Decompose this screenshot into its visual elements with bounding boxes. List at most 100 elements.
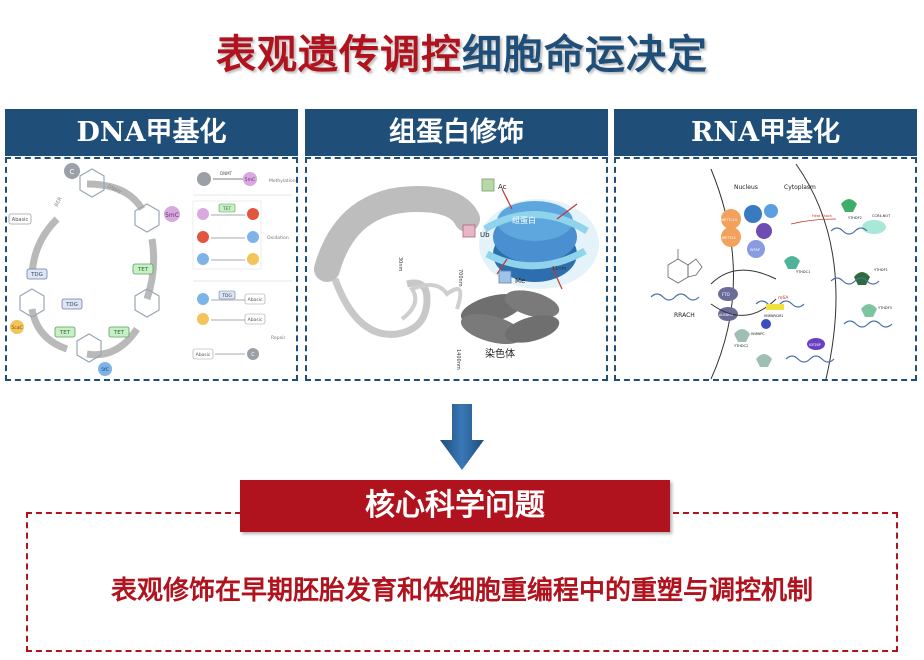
node-5cac [10,320,24,334]
title-blue-part: 细胞命运决定 [462,32,708,78]
ac-label: Ac [498,183,507,191]
page-title: 表观遗传调控细胞命运决定 [0,22,924,80]
oxidation-tet-label: TET [222,206,232,212]
rna-strand-left [650,293,700,301]
title-red-part: 表观遗传调控 [216,32,462,78]
cytoplasm-boundary [795,163,837,379]
repair-label: Repair [271,335,286,341]
ythdc2-shape [734,329,750,342]
molecule-sketches [19,168,160,363]
tet-box-2-label: TET [113,330,125,336]
ythdf2-shape [841,199,857,212]
node-5fc [98,362,112,376]
mettl14-label: METTL14 [721,218,738,222]
tdg-box-2 [61,298,83,310]
node-5mc [164,206,180,222]
tet-box-3-label: TET [59,330,71,336]
ythdf3-label: YTHDF3 [878,306,892,310]
tet-box-1-label: TET [137,267,149,273]
hnrnpa2b1-label: HNRNPA2B1 [764,314,784,318]
tet-box-2 [108,326,130,338]
tdg-box-1-label: TDG [30,272,43,278]
wtap-label: WTAP [750,248,760,252]
hnrnpc-shape [761,319,771,329]
ythdf1-label: YTHDF1 [874,268,888,272]
chromosome-label: 染色体 [485,347,515,360]
methylation-label: Methylation [269,178,296,184]
ythdc1-label: YTHDC1 [796,270,810,274]
oxidation-label: Oxidation [267,235,289,241]
tet-box-3 [54,326,76,338]
header-dna-methylation: DNA甲基化 [5,109,298,156]
core-question-statement: 表观修饰在早期胚胎发育和体细胞重编程中的重塑与调控机制 [110,576,813,606]
scale-1400nm: 1400nm [455,349,461,370]
methylation-5mc-label: 5mC [245,177,255,183]
ccr4-not-label: CCR4-NOT [872,214,891,218]
panel-rna-methylation: Nucleus Cytoplasm METTL14 METTL3 WTAP FT… [614,157,917,381]
alkbh5-label: ALKBH5 [719,313,733,317]
ub-marker [462,224,476,238]
reaction-methylation: 5mC DNMT Methylation [197,171,296,186]
m6a-label: m6A [778,295,789,301]
me-label: Me [515,277,525,285]
fto-shape [718,287,738,301]
node-5mc-label: 5mC [165,212,179,219]
repair-c-label: C [251,352,255,358]
ythdf3-shape [861,304,877,317]
ac-marker [481,178,495,192]
core-question-label: 核心科学问题 [240,480,670,532]
down-arrow-icon [440,404,484,470]
heat-shock-label: Heat Shock [812,214,833,218]
node-c-label: C [70,168,75,176]
panel-histone-modification: 染色体 30nm 700nm 1400nm 组蛋白 Ac Ub Me 11nm [305,157,608,381]
nucleus-label: Nucleus [734,184,758,191]
writer-complex [721,204,778,258]
ythdf2-label: YTHDF2 [848,216,862,220]
igf2bp-label: IGF2BP [809,343,821,347]
histone-diagram: 染色体 30nm 700nm 1400nm 组蛋白 Ac Ub Me 11nm [314,178,599,370]
methylation-dnmt-label: DNMT [220,171,233,176]
tet-box-1 [132,263,154,275]
me-marker [498,270,512,284]
ber-label: BER [54,196,64,208]
repair-abasic-label-1: Abasic [248,297,263,303]
rna-methylation-diagram: Nucleus Cytoplasm METTL14 METTL3 WTAP FT… [650,163,893,379]
abasic-box [8,213,32,225]
scale-700nm: 700nm [457,269,463,287]
panel-dna-methylation: C 5mC TET TET TET TDG TDG Abasic 5caC 5f… [5,157,298,381]
chromatin-fiber [314,185,480,282]
hnrnpc-label: HNRNPC [751,332,765,336]
tdg-box-1 [26,268,48,280]
dna-methylation-diagram: C 5mC TET TET TET TDG TDG Abasic 5caC 5f… [8,163,296,376]
repair-abasic-label-3: Abasic [196,352,211,358]
abasic-box-label: Abasic [12,217,29,223]
tdg-box-2-label: TDG [65,302,78,308]
ccr4-not-shape [862,220,886,234]
cytoplasm-label: Cytoplasm [784,184,816,191]
chromosome-shape [460,290,560,345]
scale-30nm: 30nm [397,257,403,272]
repair-abasic-label-2: Abasic [248,317,263,323]
header-rna-methylation: RNA甲基化 [614,109,917,156]
ythdc1-shape [784,256,800,269]
histone-label: 组蛋白 [512,215,536,225]
reaction-oxidation: TET Oxidation [192,200,289,270]
igf2bp-shape [807,338,825,350]
fto-label: FTO [722,292,730,297]
scale-11nm: 11nm [552,266,567,272]
mettl3-label: METTL3 [722,236,736,240]
hnrnpa2b1-shape [766,304,784,310]
node-5fc-label: 5fC [101,367,109,373]
repair-tdg-label: TDG [221,293,232,299]
nucleus-boundary [710,168,734,379]
core-question-container: 表观修饰在早期胚胎发育和体细胞重编程中的重塑与调控机制 [26,512,898,652]
nucleosome [479,188,599,290]
ythdc2-label: YTHDC2 [734,344,748,348]
header-histone-modification: 组蛋白修饰 [305,109,608,156]
ub-label: Ub [480,231,490,239]
reaction-repair: TDG Abasic Abasic Abasic C Repair [192,290,286,360]
node-c [64,163,80,179]
rrach-label: RRACH [674,312,695,319]
m6a-nucleotide [667,249,703,284]
node-5cac-label: 5caC [11,325,22,331]
